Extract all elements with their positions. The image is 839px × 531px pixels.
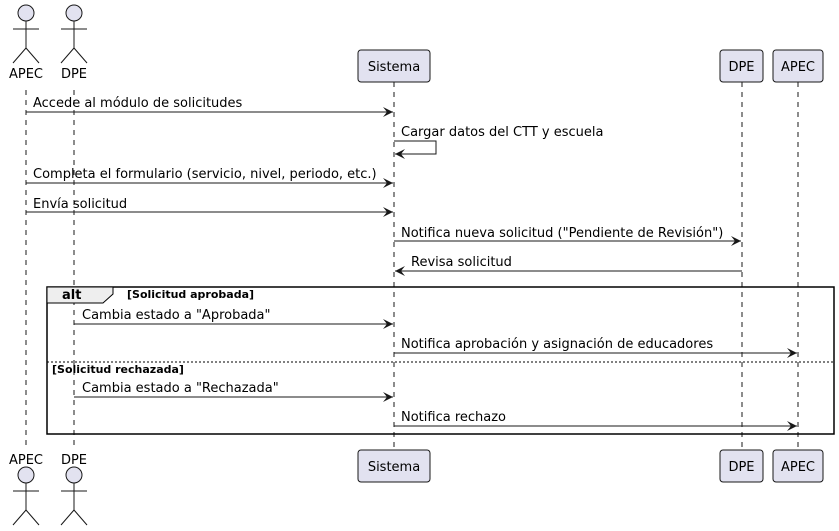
participant-dpe-bottom (719, 449, 764, 483)
alt-fragment: alt [Solicitud aprobada] [Solicitud rech… (46, 286, 835, 435)
participant-apec-top-label: APEC (781, 60, 815, 75)
message-label-10: Notifica rechazo (401, 410, 506, 425)
alt-tab (46, 286, 114, 304)
participant-sistema-top (357, 49, 431, 83)
participant-apec-top (772, 49, 824, 83)
participant-dpe-top (719, 49, 764, 83)
participant-sistema-bottom-label: Sistema (368, 460, 420, 475)
alt-guard-approved: [Solicitud aprobada] (127, 288, 254, 301)
alt-guard-rejected: [Solicitud rechazada] (52, 363, 184, 376)
alt-frame (46, 286, 835, 435)
message-label-6: Revisa solicitud (411, 255, 512, 270)
message-arrow-2 (394, 140, 437, 159)
participant-dpe-bottom-label: DPE (728, 460, 754, 475)
participant-sistema-bottom (357, 449, 431, 483)
participant-apec-bottom-label: APEC (781, 460, 815, 475)
message-label-4: Envía solicitud (33, 197, 127, 212)
participant-apec-bottom (772, 449, 824, 483)
participant-sistema-top-label: Sistema (368, 60, 420, 75)
actor-dpe-top (60, 4, 88, 64)
message-label-1: Accede al módulo de solicitudes (33, 96, 243, 111)
actor-apec-top (12, 4, 40, 64)
message-label-7: Cambia estado a "Aprobada" (82, 308, 271, 323)
message-label-3: Completa el formulario (servicio, nivel,… (33, 167, 377, 182)
actor-dpe-bottom-label: DPE (61, 453, 87, 468)
actor-apec-bottom (12, 466, 40, 526)
message-label-8: Notifica aprobación y asignación de educ… (401, 337, 713, 352)
actor-apec-top-label: APEC (9, 67, 43, 82)
participant-dpe-top-label: DPE (728, 60, 754, 75)
actor-dpe-top-label: DPE (61, 67, 87, 82)
message-label-9: Cambia estado a "Rechazada" (82, 381, 279, 396)
actor-dpe-bottom (60, 466, 88, 526)
alt-keyword: alt (62, 288, 81, 303)
actor-apec-bottom-label: APEC (9, 453, 43, 468)
message-label-5: Notifica nueva solicitud ("Pendiente de … (401, 226, 723, 241)
message-label-2: Cargar datos del CTT y escuela (401, 125, 603, 140)
lifelines (25, 82, 799, 450)
